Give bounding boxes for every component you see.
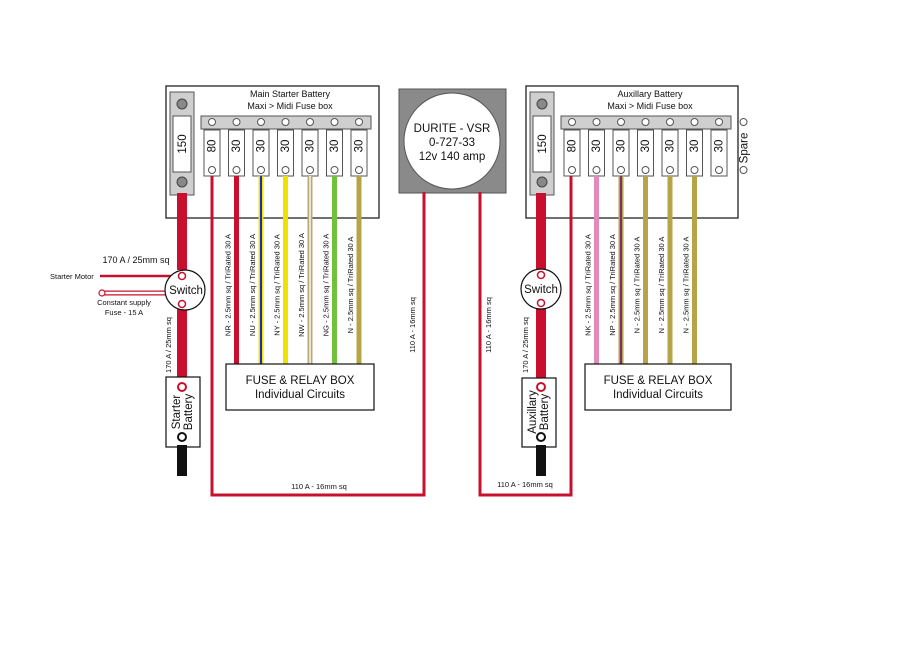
main-midi-fuse-rating: 30 — [280, 140, 292, 153]
main-circuit-wire-6: N - 2.5mm sq / TriRated 30 A — [346, 176, 362, 364]
aux-fuse-box: Auxillary Battery Maxi > Midi Fuse box 1… — [525, 85, 751, 219]
main-top-cable-label: 170 A / 25mm sq — [102, 255, 169, 265]
main-switch: Switch — [164, 269, 206, 311]
main-circuit-wire-4: NW - 2.5mm sq / TriRated 30 A — [297, 176, 313, 364]
main-circuit-label: NU - 2.5mm sq / TriRated 30 A — [248, 234, 257, 336]
main-circuit-wire-1: NR - 2.5mm sq / TriRated 30 A — [224, 176, 239, 364]
main-circuit-wire-5: NG - 2.5mm sq / TriRated 30 A — [322, 176, 337, 364]
aux-fuse-relay-box: FUSE & RELAY BOX Individual Circuits — [584, 363, 732, 411]
main-midi-fuse-rating: 30 — [231, 140, 243, 153]
aux-fuse-box-title-1: Auxillary Battery — [617, 89, 683, 99]
aux-circuit-label: N - 2.5mm sq / TriRated 30 A — [633, 237, 642, 334]
aux-midi-fuse-rating: 30 — [616, 140, 628, 153]
starter-battery-label-1: Starter — [171, 395, 183, 430]
aux-maxi-fuse-rating: 150 — [537, 134, 549, 153]
main-to-vsr-cable — [210, 176, 426, 497]
aux-midi-fuse-rating: 30 — [689, 140, 701, 153]
aux-circuit-label: N - 2.5mm sq / TriRated 30 A — [682, 237, 691, 334]
main-midi-fuse-rating: 80 — [207, 140, 219, 153]
main-lower-cable-label: 170 A / 25mm sq — [164, 317, 173, 373]
starter-battery: Starter Battery — [165, 376, 201, 476]
power-cables — [100, 176, 573, 497]
aux-fuse-box-title-2: Maxi > Midi Fuse box — [607, 101, 693, 111]
aux-circuit-label: N - 2.5mm sq / TriRated 30 A — [657, 237, 666, 334]
starter-battery-label-2: Battery — [183, 394, 195, 431]
vsr-to-aux-cable — [478, 176, 573, 497]
main-midi-fuse-2: 30 — [228, 118, 245, 177]
main-midi-fuse-6: 30 — [326, 118, 343, 177]
main-fuse-box-title-1: Main Starter Battery — [250, 89, 331, 99]
main-circuit-label: NW - 2.5mm sq / TriRated 30 A — [297, 233, 306, 337]
aux-battery-earth-cable — [536, 445, 546, 476]
main-fuse-relay-box: FUSE & RELAY BOX Individual Circuits — [225, 363, 375, 411]
aux-maxi-fuse-bolt-bottom — [536, 176, 548, 188]
aux-midi-fuse-rating: 30 — [591, 140, 603, 153]
main-midi-fuse-4: 30 — [277, 118, 294, 177]
main-maxi-fuse-rating: 150 — [177, 134, 189, 153]
starter-motor-label: Starter Motor — [50, 272, 94, 281]
aux-midi-fuse-rating: 30 — [665, 140, 677, 153]
aux-circuit-label: NP - 2.5mm sq / TriRated 30 A — [608, 234, 617, 336]
aux-switch-label: Switch — [524, 284, 558, 296]
vsr-part-number: 0-727-33 — [429, 137, 475, 149]
aux-midi-fuse-rating: 30 — [714, 140, 726, 153]
vsr-right-cable-label: 110 A - 16mm sq — [484, 297, 493, 353]
aux-lower-cable-label: 170 A / 25mm sq — [521, 317, 530, 373]
aux-circuit-wire-2: NP - 2.5mm sq / TriRated 30 A — [608, 176, 624, 364]
bottom-left-cable-label: 110 A - 16mm sq — [291, 482, 347, 491]
vsr-model: DURITE - VSR — [414, 123, 491, 135]
aux-midi-fuse-8: Spare — [739, 118, 751, 174]
aux-midi-fuse-6: 30 — [686, 118, 703, 177]
main-relay-box-title: FUSE & RELAY BOX — [246, 375, 355, 387]
constant-supply-fuse-label: Fuse - 15 A — [105, 308, 143, 317]
main-midi-fuse-rating: 30 — [256, 140, 268, 153]
main-midi-fuse-7: 30 — [350, 118, 368, 177]
vsr-face — [403, 92, 501, 190]
starter-battery-earth-cable — [177, 445, 187, 476]
aux-battery-label-1: Auxillary — [527, 390, 539, 434]
main-circuit-wire-2: NU - 2.5mm sq / TriRated 30 A — [248, 176, 264, 364]
constant-supply-label: Constant supply — [97, 298, 151, 307]
main-circuit-label: NR - 2.5mm sq / TriRated 30 A — [224, 234, 233, 336]
main-midi-fuse-rating: 30 — [329, 140, 341, 153]
main-midi-fuse-rating: 30 — [305, 140, 317, 153]
main-midi-fuse-rating: 30 — [354, 140, 366, 153]
aux-circuit-wire-5: N - 2.5mm sq / TriRated 30 A — [682, 176, 697, 364]
main-circuit-label: NG - 2.5mm sq / TriRated 30 A — [322, 234, 331, 337]
main-midi-fuse-3: 30 — [252, 118, 270, 177]
main-maxi-fuse-bolt-top — [176, 98, 188, 110]
aux-midi-fuse-7: 30 — [710, 118, 728, 177]
aux-midi-fuse-2: 30 — [588, 118, 605, 177]
main-fuse-box: Main Starter Battery Maxi > Midi Fuse bo… — [165, 85, 380, 219]
aux-switch: Switch — [520, 268, 562, 310]
aux-midi-fuse-rating: 80 — [567, 140, 579, 153]
main-circuit-wire-3: NY - 2.5mm sq / TriRated 30 A — [273, 176, 288, 364]
aux-midi-fuse-4: 30 — [637, 118, 654, 177]
auxillary-battery: Auxillary Battery — [521, 377, 557, 476]
aux-relay-box-title: FUSE & RELAY BOX — [604, 375, 713, 387]
main-relay-box-subtitle: Individual Circuits — [255, 389, 345, 401]
main-fuse-box-title-2: Maxi > Midi Fuse box — [247, 101, 333, 111]
vsr-unit: DURITE - VSR 0-727-33 12v 140 amp — [398, 88, 507, 194]
aux-battery-label-2: Battery — [539, 394, 551, 431]
main-midi-fuse-1: 80 — [203, 118, 221, 177]
main-circuit-label: NY - 2.5mm sq / TriRated 30 A — [273, 234, 282, 336]
aux-circuit-wire-3: N - 2.5mm sq / TriRated 30 A — [633, 176, 648, 364]
aux-midi-fuse-1: 80 — [563, 118, 581, 177]
vsr-left-cable-label: 110 A - 16mm sq — [408, 297, 417, 353]
main-switch-label: Switch — [169, 285, 203, 297]
aux-midi-fuse-rating: 30 — [640, 140, 652, 153]
aux-spare-label: Spare — [739, 133, 751, 164]
aux-relay-box-subtitle: Individual Circuits — [613, 389, 703, 401]
main-maxi-fuse-bolt-bottom — [176, 176, 188, 188]
aux-circuit-wire-4: N - 2.5mm sq / TriRated 30 A — [657, 176, 673, 364]
aux-circuit-label: NK - 2.5mm sq / TriRated 30 A — [584, 234, 593, 336]
aux-circuit-wire-1: NK - 2.5mm sq / TriRated 30 A — [584, 176, 599, 364]
main-circuit-label: N - 2.5mm sq / TriRated 30 A — [346, 237, 355, 334]
bottom-right-cable-label: 110 A - 16mm sq — [497, 480, 553, 489]
vsr-rating: 12v 140 amp — [419, 151, 486, 163]
aux-maxi-fuse-bolt-top — [536, 98, 548, 110]
